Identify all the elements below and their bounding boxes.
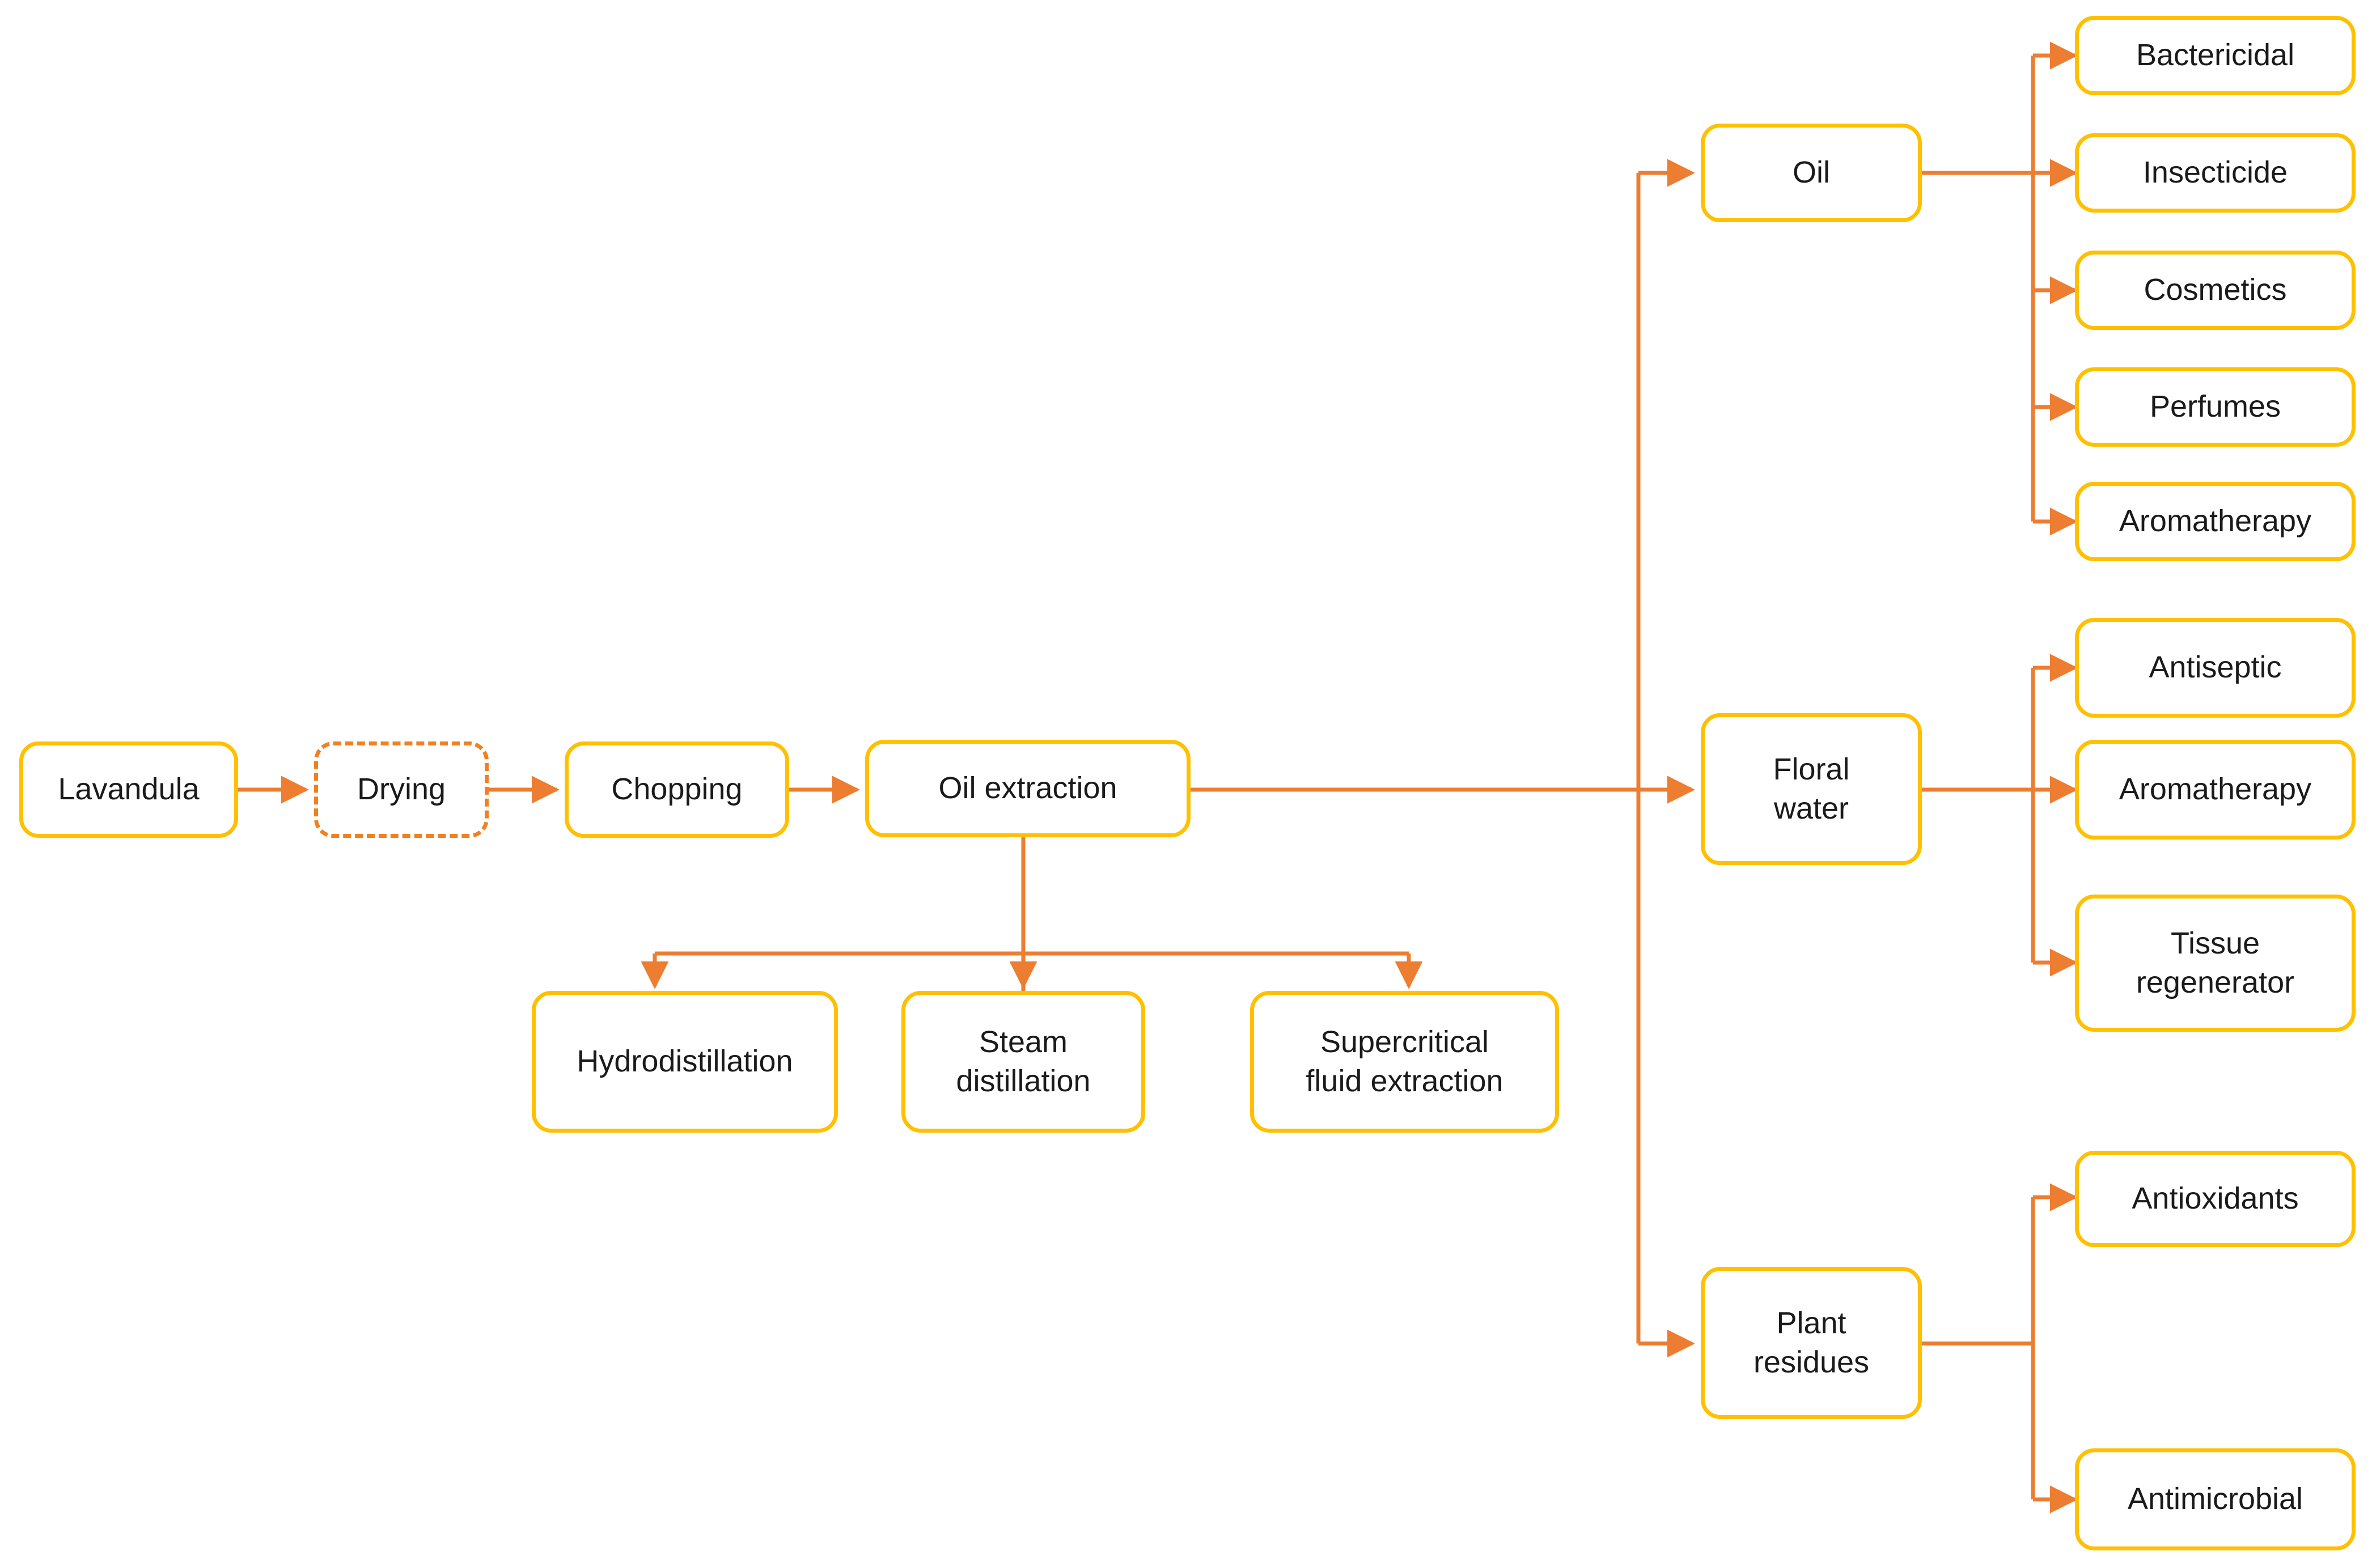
node-hydrodistillation-label: Hydrodistillation xyxy=(577,1044,793,1079)
node-tissue-regenerator[interactable]: Tissue regenerator xyxy=(2075,895,2356,1032)
node-steam-distillation[interactable]: Steam distillation xyxy=(901,991,1145,1133)
node-supercritical-fluid-extraction-label: Supercritical fluid extraction xyxy=(1306,1024,1503,1098)
node-oil[interactable]: Oil xyxy=(1701,124,1922,222)
node-cosmetics[interactable]: Cosmetics xyxy=(2075,251,2356,330)
node-steam-distillation-label: Steam distillation xyxy=(956,1024,1091,1098)
node-perfumes-label: Perfumes xyxy=(2149,389,2281,424)
node-cosmetics-label: Cosmetics xyxy=(2144,273,2287,307)
node-perfumes[interactable]: Perfumes xyxy=(2075,367,2356,447)
node-drying-label: Drying xyxy=(357,772,446,807)
node-antioxidants-label: Antioxidants xyxy=(2132,1181,2299,1216)
node-aromatherapy-oil[interactable]: Aromatherapy xyxy=(2075,482,2356,561)
node-lavandula[interactable]: Lavandula xyxy=(19,741,238,838)
node-antimicrobial[interactable]: Antimicrobial xyxy=(2075,1448,2356,1550)
node-chopping[interactable]: Chopping xyxy=(565,741,789,838)
node-bactericidal-label: Bactericidal xyxy=(2136,38,2295,73)
node-aromatherapy-oil-label: Aromatherapy xyxy=(2119,504,2312,539)
node-plant-residues-label: Plant residues xyxy=(1753,1306,1870,1379)
node-floral-water[interactable]: Floral water xyxy=(1701,713,1922,865)
node-supercritical-fluid-extraction[interactable]: Supercritical fluid extraction xyxy=(1250,991,1559,1133)
node-antiseptic-label: Antiseptic xyxy=(2149,650,2282,685)
node-plant-residues[interactable]: Plant residues xyxy=(1701,1267,1922,1419)
node-hydrodistillation[interactable]: Hydrodistillation xyxy=(532,991,838,1133)
node-chopping-label: Chopping xyxy=(611,772,743,807)
node-drying[interactable]: Drying xyxy=(314,741,489,838)
node-antimicrobial-label: Antimicrobial xyxy=(2127,1482,2303,1516)
node-antiseptic[interactable]: Antiseptic xyxy=(2075,618,2356,718)
node-oil-extraction[interactable]: Oil extraction xyxy=(865,740,1191,837)
node-oil-extraction-label: Oil extraction xyxy=(938,771,1117,806)
node-tissue-regenerator-label: Tissue regenerator xyxy=(2136,926,2295,999)
node-aromatherapy-water[interactable]: Aromatherapy xyxy=(2075,740,2356,840)
node-lavandula-label: Lavandula xyxy=(58,772,200,807)
node-floral-water-label: Floral water xyxy=(1773,752,1850,825)
node-oil-label: Oil xyxy=(1793,155,1830,190)
node-insecticide[interactable]: Insecticide xyxy=(2075,133,2356,213)
node-insecticide-label: Insecticide xyxy=(2142,155,2288,190)
node-bactericidal[interactable]: Bactericidal xyxy=(2075,16,2356,95)
node-aromatherapy-water-label: Aromatherapy xyxy=(2119,772,2312,807)
node-antioxidants[interactable]: Antioxidants xyxy=(2075,1151,2356,1247)
